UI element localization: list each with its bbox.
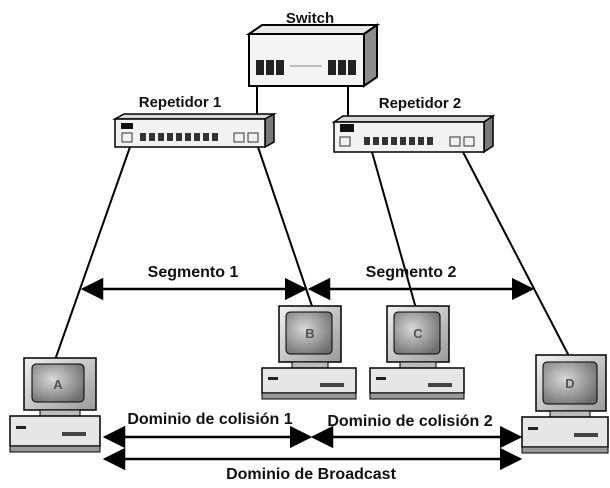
pc-a-label: A — [53, 377, 63, 392]
collision1-label: Dominio de colisión 1 — [127, 411, 292, 428]
pc-d: D — [521, 354, 609, 454]
pc-b-label: B — [305, 326, 314, 341]
collision2-label: Dominio de colisión 2 — [327, 413, 492, 430]
pc-d-label: D — [565, 376, 574, 391]
repeater2-device — [331, 114, 496, 154]
repeater1-label: Repetidor 1 — [139, 94, 222, 111]
pc-c-label: C — [413, 326, 423, 341]
pc-c: C — [369, 305, 465, 400]
repeater1-device — [112, 112, 277, 149]
switch-device — [245, 23, 381, 88]
repeater2-label: Repetidor 2 — [379, 95, 462, 112]
link-repeater2-pc-d — [462, 151, 571, 359]
link-repeater1-pc-a — [54, 146, 131, 361]
segment1-label: Segmento 1 — [148, 264, 239, 281]
broadcast-label: Dominio de Broadcast — [226, 466, 396, 483]
pc-a: A — [9, 357, 101, 453]
switch-label: Switch — [286, 10, 334, 27]
pc-b: B — [261, 305, 357, 400]
range-arrows — [80, 277, 535, 471]
segment2-label: Segmento 2 — [366, 264, 457, 281]
